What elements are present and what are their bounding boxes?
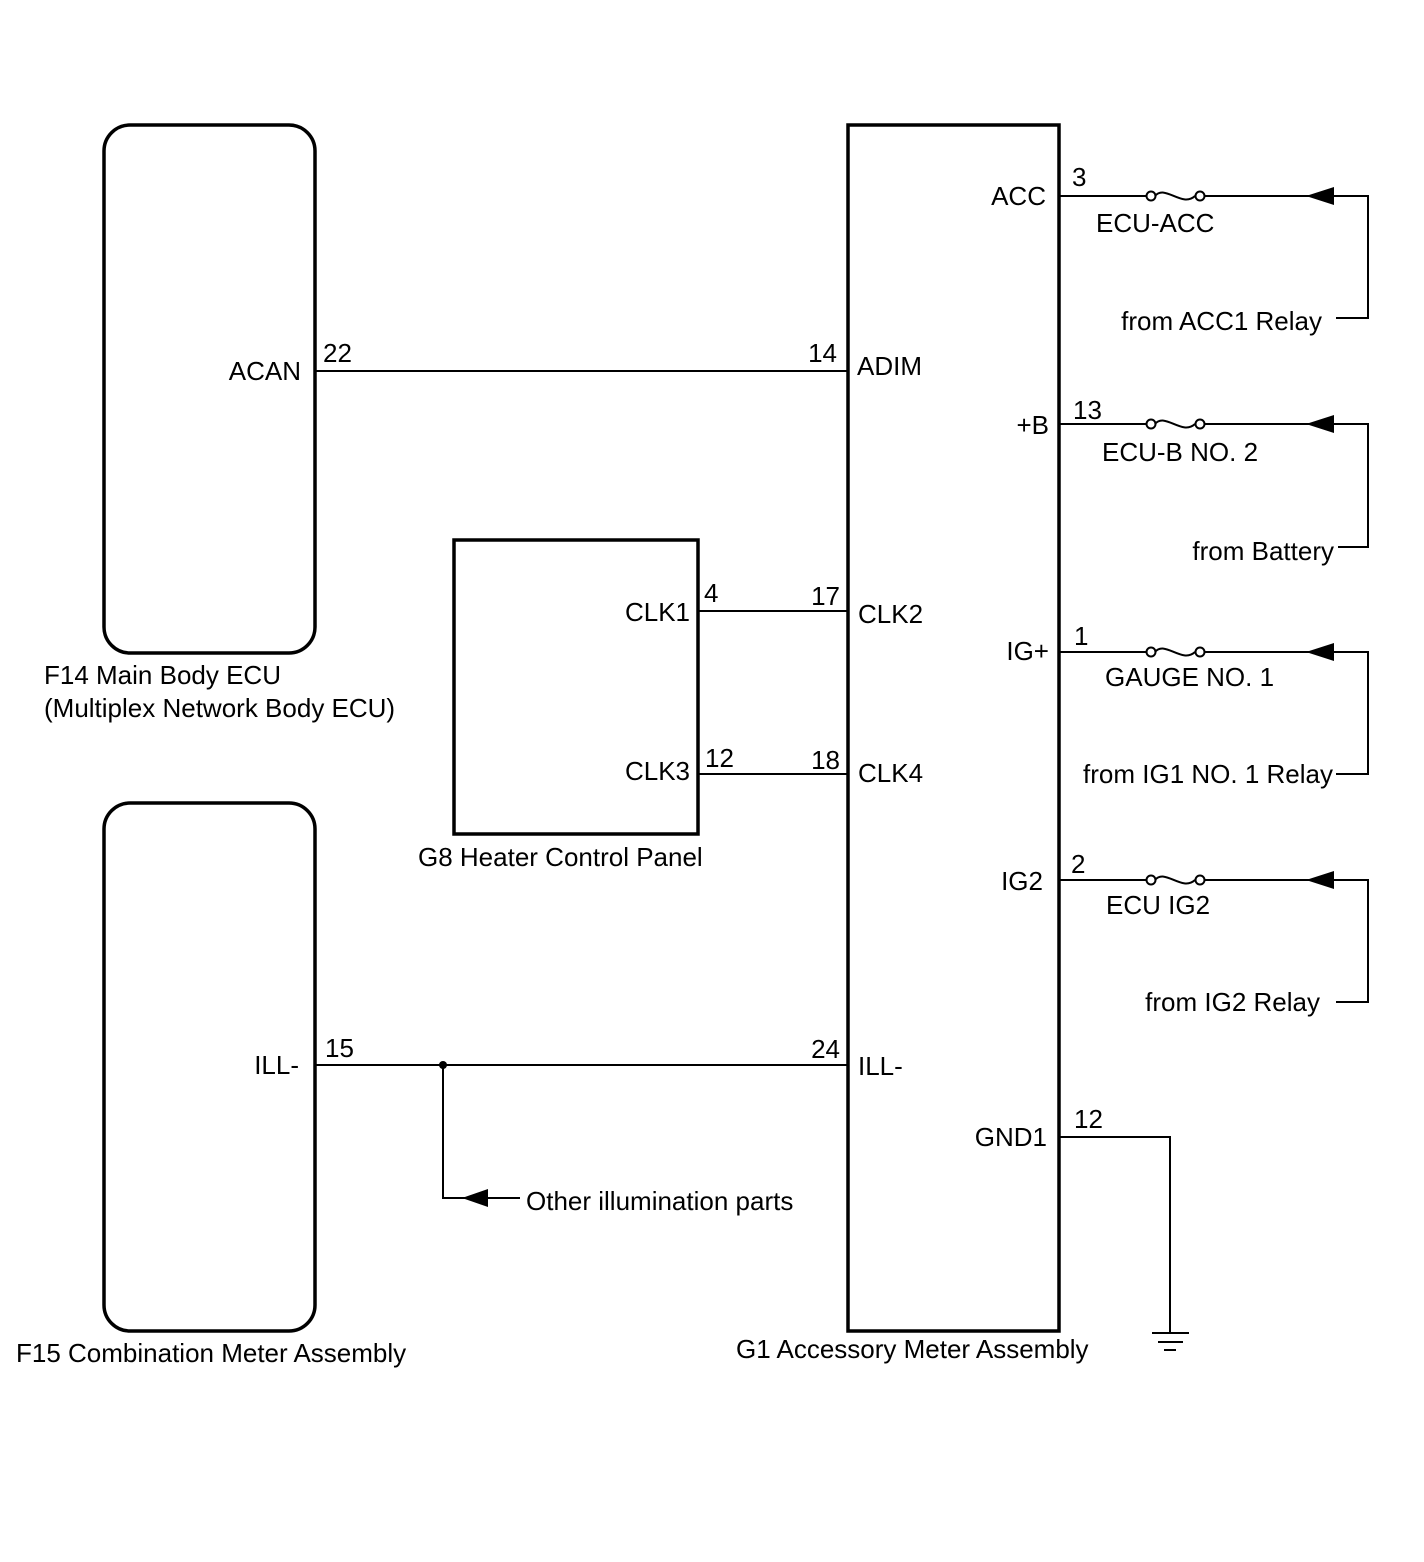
fuse-b-label: ECU-B NO. 2: [1102, 437, 1258, 467]
feed-ig2-pin: 2: [1071, 849, 1085, 879]
main-body-ecu-terminal-acan: ACAN: [229, 356, 301, 386]
accessory-terminal-clk4: CLK4: [858, 758, 923, 788]
fuse-b-terminal-b: [1194, 418, 1206, 430]
accessory-meter-name: G1 Accessory Meter Assembly: [736, 1334, 1089, 1364]
feed-b-pin: 13: [1073, 395, 1102, 425]
accessory-terminal-clk2: CLK2: [858, 599, 923, 629]
accessory-pin-24: 24: [811, 1034, 840, 1064]
accessory-terminal-gnd1: GND1: [975, 1122, 1047, 1152]
fuse-ig2-terminal-a: [1145, 874, 1157, 886]
feed-ig2-return: [1334, 879, 1369, 1003]
source-igplus-label: from IG1 NO. 1 Relay: [1083, 759, 1333, 789]
fuse-igplus-label: GAUGE NO. 1: [1105, 662, 1274, 692]
fuse-b-terminal-a: [1145, 418, 1157, 430]
accessory-meter: ADIM 14 CLK2 17 CLK4 18 ILL- 24 ACC +B I…: [736, 123, 1089, 1364]
source-acc-label: from ACC1 Relay: [1121, 306, 1322, 336]
feed-b: 13 ECU-B NO. 2 from Battery: [1059, 395, 1369, 566]
heater-control-panel-name: G8 Heater Control Panel: [418, 842, 703, 872]
feed-b-return: [1334, 423, 1369, 548]
combination-meter-box: [102, 801, 317, 1333]
heater-terminal-clk1: CLK1: [625, 597, 690, 627]
fuse-acc-terminal-a: [1145, 190, 1157, 202]
branch-label: Other illumination parts: [526, 1186, 793, 1216]
accessory-terminal-igplus: IG+: [1006, 636, 1049, 666]
fuse-igplus-terminal-a: [1145, 646, 1157, 658]
ground-pin: 12: [1074, 1104, 1103, 1134]
accessory-pin-18: 18: [811, 745, 840, 775]
heater-control-panel: CLK1 4 CLK3 12 G8 Heater Control Panel: [418, 538, 734, 872]
main-body-ecu: ACAN 22 F14 Main Body ECU (Multiplex Net…: [44, 123, 395, 723]
arrow-icon: [1306, 871, 1334, 889]
ground-wire: [1059, 1136, 1171, 1332]
heater-pin-12: 12: [705, 743, 734, 773]
feed-ig2: 2 ECU IG2 from IG2 Relay: [1059, 849, 1369, 1017]
combination-meter-pin-15: 15: [325, 1033, 354, 1063]
accessory-terminal-adim: ADIM: [857, 351, 922, 381]
arrow-icon: [1306, 415, 1334, 433]
main-body-ecu-name: F14 Main Body ECU: [44, 660, 281, 690]
fuse-acc-terminal-b: [1194, 190, 1206, 202]
fuse-icon: [1154, 875, 1196, 885]
fuse-icon: [1154, 419, 1196, 429]
ground-circuit: 12: [1059, 1104, 1189, 1351]
source-ig2-label: from IG2 Relay: [1145, 987, 1320, 1017]
combination-meter-name: F15 Combination Meter Assembly: [16, 1338, 406, 1368]
heater-terminal-clk3: CLK3: [625, 756, 690, 786]
feed-acc-pin: 3: [1072, 162, 1086, 192]
feed-acc-return: [1334, 195, 1369, 319]
source-b-label: from Battery: [1192, 536, 1334, 566]
fuse-icon: [1154, 647, 1196, 657]
fuse-ig2-terminal-b: [1194, 874, 1206, 886]
arrow-icon: [1306, 187, 1334, 205]
heater-control-panel-box: [452, 538, 700, 836]
main-body-ecu-subname: (Multiplex Network Body ECU): [44, 693, 395, 723]
accessory-terminal-ill: ILL-: [858, 1051, 903, 1081]
ground-icon: [1152, 1332, 1189, 1351]
branch-arrow-icon: [462, 1189, 488, 1207]
feed-igplus-return: [1334, 651, 1369, 775]
arrow-icon: [1306, 643, 1334, 661]
accessory-terminal-b: +B: [1016, 410, 1049, 440]
main-body-ecu-pin-22: 22: [323, 338, 352, 368]
accessory-terminal-acc: ACC: [991, 181, 1046, 211]
combination-meter-terminal-ill: ILL-: [254, 1050, 299, 1080]
accessory-pin-14: 14: [808, 338, 837, 368]
fuse-ig2-label: ECU IG2: [1106, 890, 1210, 920]
fuse-acc-label: ECU-ACC: [1096, 208, 1214, 238]
fuse-icon: [1154, 191, 1196, 201]
feed-igplus: 1 GAUGE NO. 1 from IG1 NO. 1 Relay: [1059, 621, 1369, 789]
feed-igplus-pin: 1: [1074, 621, 1088, 651]
fuse-igplus-terminal-b: [1194, 646, 1206, 658]
combination-meter: ILL- 15 F15 Combination Meter Assembly: [16, 801, 406, 1368]
feed-acc: 3 ECU-ACC from ACC1 Relay: [1059, 162, 1369, 336]
main-body-ecu-box: [102, 123, 317, 655]
accessory-pin-17: 17: [811, 581, 840, 611]
accessory-meter-box: [846, 123, 1061, 1333]
wires-left: Other illumination parts: [315, 370, 848, 1216]
heater-pin-4: 4: [704, 578, 718, 608]
wire-ill-branch: [442, 1065, 465, 1199]
accessory-terminal-ig2: IG2: [1001, 866, 1043, 896]
